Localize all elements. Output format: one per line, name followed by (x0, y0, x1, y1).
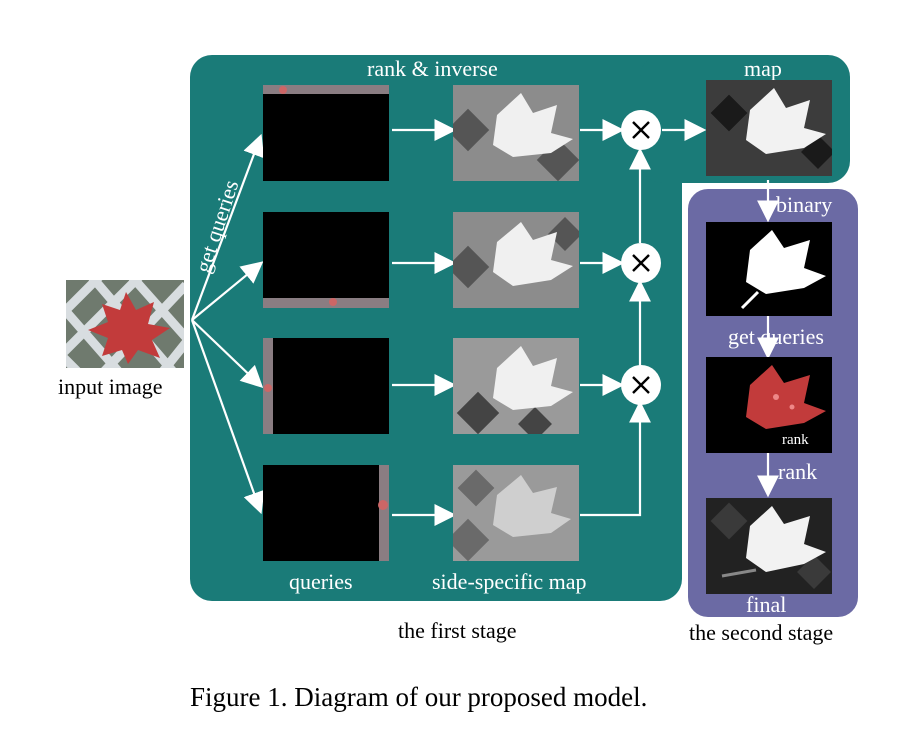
second-stage-queries-image (706, 357, 832, 453)
side-map-bottom (453, 212, 579, 308)
second-stage-label: the second stage (689, 620, 834, 645)
side-map-top (453, 85, 579, 181)
input-image-thumbnail (66, 280, 184, 368)
multiply-icon (621, 365, 661, 405)
rank-label: rank (778, 459, 818, 484)
query-image-left (263, 338, 389, 434)
multiply-icon (621, 110, 661, 150)
query-image-right (263, 465, 389, 561)
final-label: final (746, 592, 787, 617)
binary-label: binary (776, 192, 833, 217)
figure-caption: Figure 1. Diagram of our proposed model. (190, 682, 648, 712)
arrow-to-query-right (190, 319, 265, 515)
rank-inverse-label: rank & inverse (367, 56, 498, 81)
final-map-image (706, 498, 832, 594)
side-map-left (453, 338, 579, 434)
binary-map-image (706, 222, 832, 316)
arrow-to-query-top (190, 133, 265, 321)
side-specific-map-label: side-specific map (432, 569, 587, 594)
first-stage-label: the first stage (398, 618, 517, 643)
rank-small-label: rank (782, 432, 809, 448)
first-stage-map-image (706, 80, 832, 176)
map-label: map (744, 56, 782, 81)
get-queries-label: get queries (728, 324, 824, 349)
queries-label: queries (289, 569, 353, 594)
query-image-bottom (263, 212, 389, 308)
query-image-top (263, 85, 389, 181)
side-map-right (453, 465, 579, 561)
arrow-to-query-bottom (191, 261, 264, 321)
multiply-icon (621, 243, 661, 283)
input-image-label: input image (58, 374, 163, 399)
arrow-to-query-left (191, 319, 264, 389)
